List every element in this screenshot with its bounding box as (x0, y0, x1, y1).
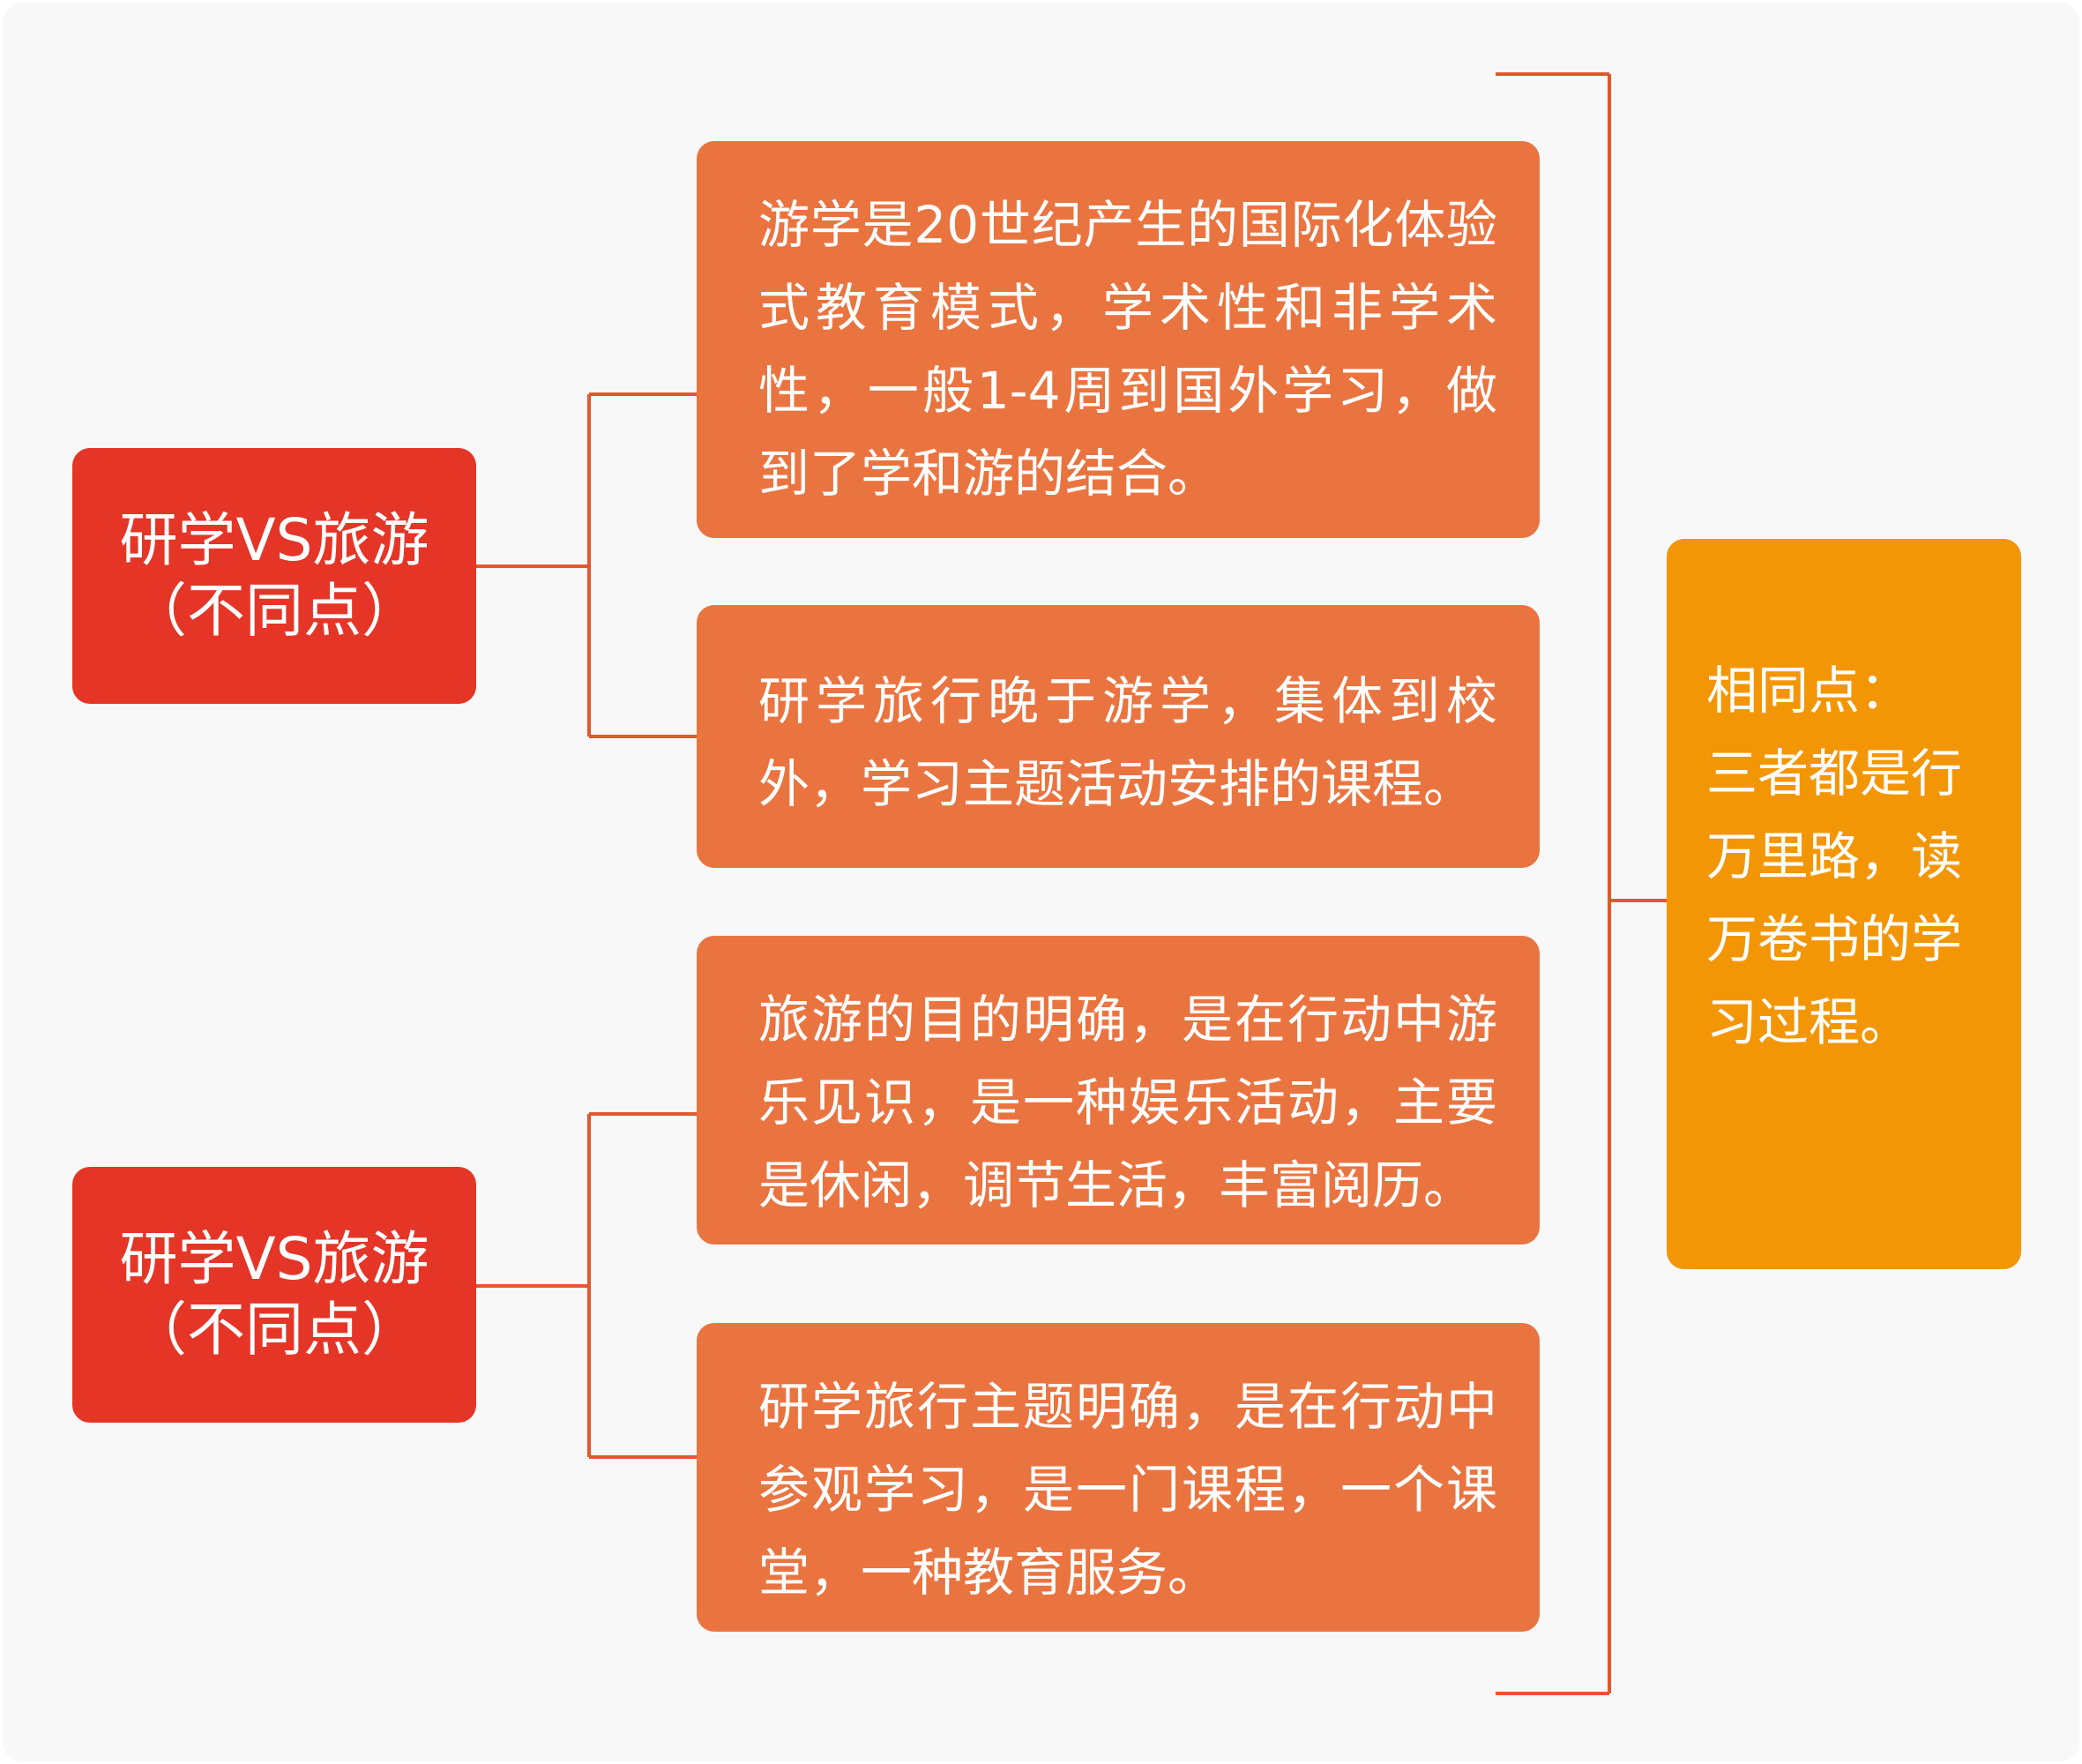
diff-item-group2-2-text: 研学旅行主题明确，是在行动中参观学习，是一门课程，一个课堂，一种教育服务。 (758, 1377, 1497, 1603)
diff-item-group2-1: 旅游的目的明确，是在行动中游乐见识，是一种娱乐活动，主要是休闲，调节生活，丰富阅… (697, 936, 1540, 1245)
diff-label-group2-line1: 研学VS旅游 (119, 1225, 429, 1293)
diff-item-group1-1-text: 游学是20世纪产生的国际化体验式教育模式，学术性和非学术性，一般1-4周到国外学… (758, 195, 1497, 504)
same-point-text: 三者都是行万里路，读万卷书的学习过程。 (1706, 744, 1963, 1052)
diff-label-group1-line1: 研学VS旅游 (119, 506, 429, 574)
same-point-title: 相同点： (1706, 661, 1912, 721)
diff-label-group2-line2: （不同点） (129, 1296, 420, 1364)
diff-item-group2-2: 研学旅行主题明确，是在行动中参观学习，是一门课程，一个课堂，一种教育服务。 (697, 1323, 1540, 1632)
diff-item-group1-2-text: 研学旅行晚于游学，集体到校外，学习主题活动安排的课程。 (758, 671, 1497, 814)
diff-label-group1-line2: （不同点） (129, 577, 420, 645)
same-point-box: 相同点： 三者都是行万里路，读万卷书的学习过程。 (1667, 539, 2021, 1269)
diff-item-group1-2: 研学旅行晚于游学，集体到校外，学习主题活动安排的课程。 (697, 605, 1540, 868)
diff-label-group1: 研学VS旅游 （不同点） (72, 448, 476, 704)
diff-item-group2-1-text: 旅游的目的明确，是在行动中游乐见识，是一种娱乐活动，主要是休闲，调节生活，丰富阅… (758, 990, 1497, 1215)
diff-label-group2: 研学VS旅游 （不同点） (72, 1167, 476, 1423)
diff-item-group1-1: 游学是20世纪产生的国际化体验式教育模式，学术性和非学术性，一般1-4周到国外学… (697, 141, 1540, 538)
